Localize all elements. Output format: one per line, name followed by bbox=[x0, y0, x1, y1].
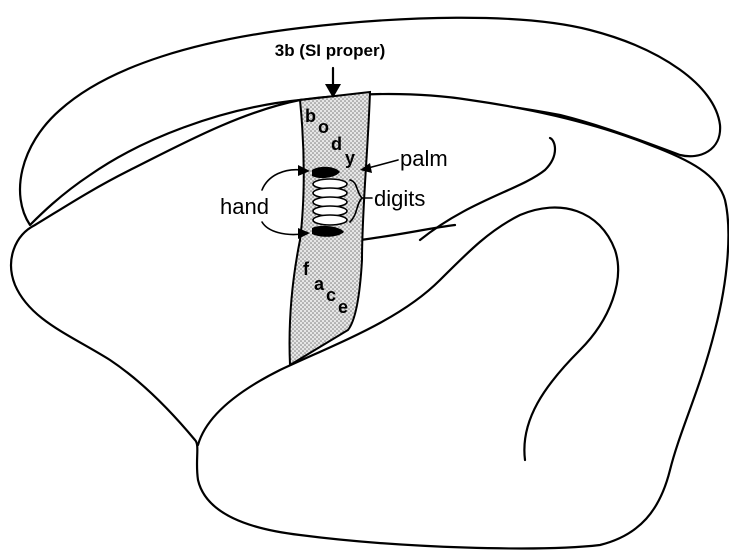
face-letter-e: e bbox=[338, 297, 348, 317]
body-letter-y: y bbox=[345, 148, 355, 168]
body-letter-o: o bbox=[318, 117, 329, 137]
area-title-label: 3b (SI proper) bbox=[275, 41, 386, 60]
digits-label: digits bbox=[374, 186, 425, 211]
body-letter-d: d bbox=[331, 134, 342, 154]
hand-label: hand bbox=[220, 194, 269, 219]
digit-5 bbox=[313, 215, 347, 225]
palm-label: palm bbox=[400, 146, 448, 171]
face-letter-c: c bbox=[326, 285, 336, 305]
lateral-brain-outline bbox=[11, 94, 728, 548]
body-letter-b: b bbox=[305, 106, 316, 126]
face-letter-a: a bbox=[314, 274, 325, 294]
face-letter-f: f bbox=[303, 259, 310, 279]
